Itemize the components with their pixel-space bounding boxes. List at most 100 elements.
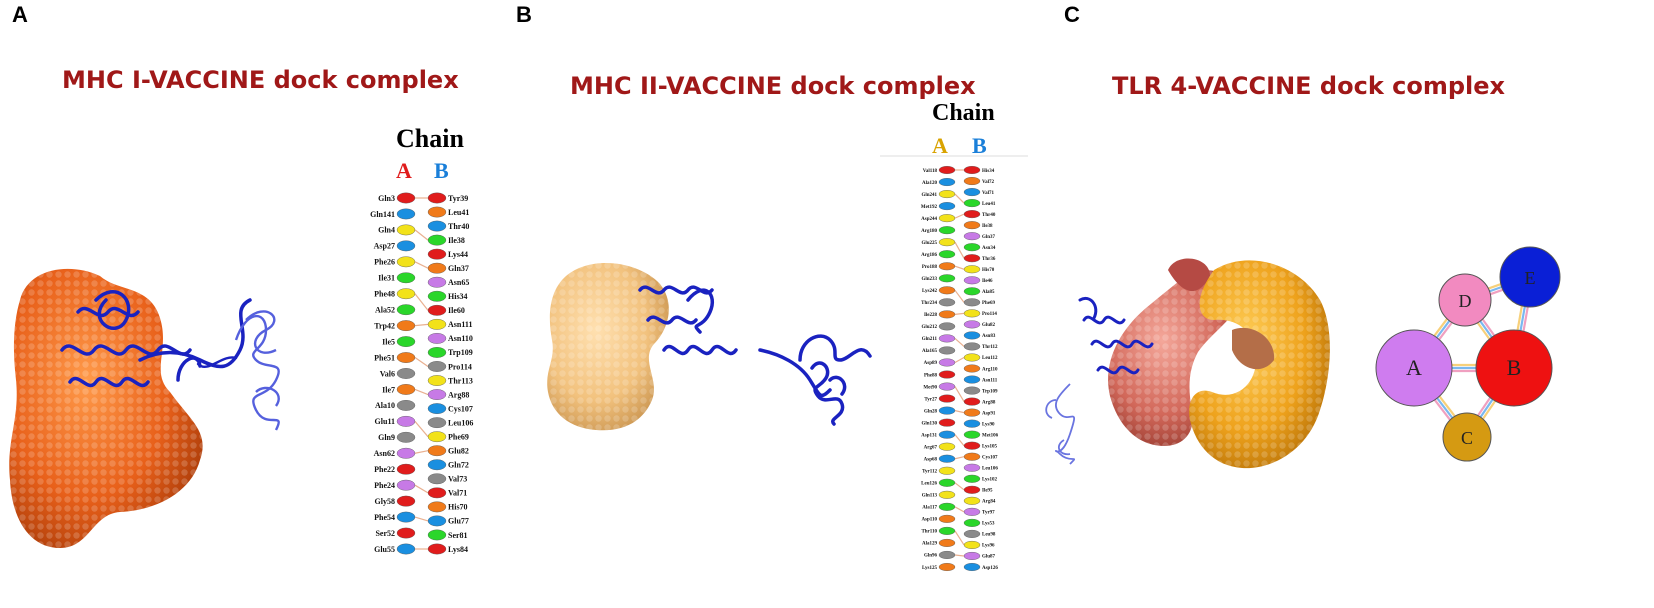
interaction-line: [954, 193, 965, 204]
chain-b-residue: [963, 165, 981, 174]
chain-b-residue: [963, 518, 981, 527]
interaction-line: [954, 386, 965, 402]
chain-b-residue: [963, 320, 981, 329]
chain-b-residue-label: Thr40: [982, 213, 996, 218]
chain-b-residue: [963, 452, 981, 461]
chain-a-residue-label: Glu225: [921, 241, 937, 246]
panel-c-vaccine-ribbon: [1078, 297, 1154, 375]
chain-a-residue-label: Gln233: [921, 277, 937, 282]
chain-a-residue-label: Phe88: [924, 373, 938, 378]
chain-b-residue-label: His70: [448, 503, 468, 512]
chain-b-residue-label: Val71: [982, 191, 995, 196]
panel-a-chain-a-letter: A: [396, 158, 412, 183]
chain-b-residue-label: Thr113: [448, 376, 473, 385]
chain-b-residue-label: Glu82: [982, 323, 996, 328]
panel-b-vaccine-ribbon: [638, 285, 872, 426]
panel-c-title: TLR 4-VACCINE dock complex: [1112, 72, 1506, 100]
chain-a-residue-label: Tyr27: [924, 397, 937, 402]
chain-b-residue: [963, 430, 981, 439]
chain-a-residue-label: Gln3: [378, 194, 395, 203]
chain-b-residue: [963, 353, 981, 362]
chain-b-residue-label: Val71: [448, 489, 467, 498]
network-node-label: B: [1507, 355, 1522, 380]
chain-b-residue: [963, 364, 981, 373]
network-node-c: [1442, 412, 1492, 462]
interaction-line: [414, 420, 429, 438]
chain-b-residue-label: Asn111: [982, 378, 998, 383]
chain-b-residue: [963, 540, 981, 549]
chain-b-residue: [427, 459, 447, 471]
chain-b-residue-label: Lys96: [982, 544, 995, 549]
interaction-line: [414, 357, 429, 367]
chain-a-residue: [938, 442, 956, 451]
network-node-e: [1499, 246, 1561, 308]
chain-a-residue: [396, 543, 416, 555]
chain-b-residue: [427, 290, 447, 302]
chain-b-residue: [963, 375, 981, 384]
chain-b-residue: [427, 276, 447, 288]
chain-b-residue-label: Met106: [982, 433, 999, 438]
chain-a-residue: [938, 310, 956, 319]
chain-b-residue: [963, 265, 981, 274]
network-node-label: A: [1406, 355, 1422, 380]
chain-a-residue: [396, 192, 416, 204]
chain-b-residue: [963, 232, 981, 241]
chain-a-residue: [396, 272, 416, 284]
chain-b-residue-label: Tyr39: [448, 194, 468, 203]
chain-a-residue: [938, 358, 956, 367]
chain-b-residue-label: Arg88: [982, 400, 996, 405]
interaction-line: [954, 434, 965, 447]
chain-a-residue-label: Ile5: [382, 337, 395, 346]
chain-a-residue-label: Asp244: [921, 217, 937, 222]
chain-a-residue-label: Gly58: [375, 497, 395, 506]
chain-b-residue-label: Glu82: [448, 447, 469, 456]
chain-a-residue: [396, 495, 416, 507]
chain-a-residue-label: Tyr112: [922, 470, 937, 475]
interaction-line: [414, 229, 429, 241]
chain-b-residue: [427, 501, 447, 513]
chain-a-residue: [938, 250, 956, 259]
chain-a-residue-label: Glu212: [921, 325, 937, 330]
chain-b-residue: [963, 474, 981, 483]
panel-c-receptor-surface: [1108, 258, 1330, 469]
chain-a-residue: [938, 526, 956, 535]
chain-b-residue-label: His34: [448, 292, 468, 301]
chain-a-residue: [938, 454, 956, 463]
chain-a-residue-label: Phe26: [374, 258, 395, 267]
chain-a-residue: [396, 415, 416, 427]
chain-a-residue: [938, 394, 956, 403]
chain-b-residue-label: Ile60: [448, 306, 465, 315]
chain-a-residue: [938, 406, 956, 415]
chain-a-residue-label: Ile7: [382, 385, 395, 394]
chain-a-residue-label: Lys125: [922, 566, 938, 571]
panel-a-vaccine-tail: [234, 310, 280, 431]
chain-a-residue: [396, 384, 416, 395]
chain-a-residue: [396, 208, 416, 220]
chain-a-residue: [938, 418, 956, 427]
chain-a-residue: [396, 304, 416, 316]
chain-a-residue-label: Arg67: [924, 445, 938, 450]
chain-b-residue: [427, 262, 447, 274]
interaction-line: [414, 516, 429, 522]
chain-b-residue-label: Glu87: [982, 555, 996, 560]
network-node-label: D: [1459, 291, 1472, 311]
chain-b-residue: [427, 248, 447, 260]
chain-a-residue-label: Met90: [923, 385, 937, 390]
chain-a-residue-label: Glu55: [374, 545, 395, 554]
chain-b-residue: [963, 298, 981, 307]
chain-b-residue: [427, 473, 447, 485]
chain-b-residue-label: His70: [982, 268, 995, 273]
panel-c-vaccine-tail: [1045, 383, 1075, 465]
chain-a-residue-label: Asp68: [924, 457, 938, 462]
chain-b-residue-label: Pro114: [982, 312, 997, 317]
chain-b-residue-label: Ile38: [982, 224, 993, 229]
chain-a-residue-label: Glu11: [375, 417, 395, 426]
chain-a-residue-label: Phe51: [374, 353, 395, 362]
interaction-line: [954, 506, 965, 513]
panel-b-chain-a-letter: A: [932, 133, 948, 158]
interaction-line: [954, 482, 965, 491]
chain-a-residue: [938, 178, 956, 187]
chain-b-residue: [963, 287, 981, 296]
chain-b-residue-label: Gln72: [448, 461, 469, 470]
chain-b-residue: [427, 543, 447, 555]
